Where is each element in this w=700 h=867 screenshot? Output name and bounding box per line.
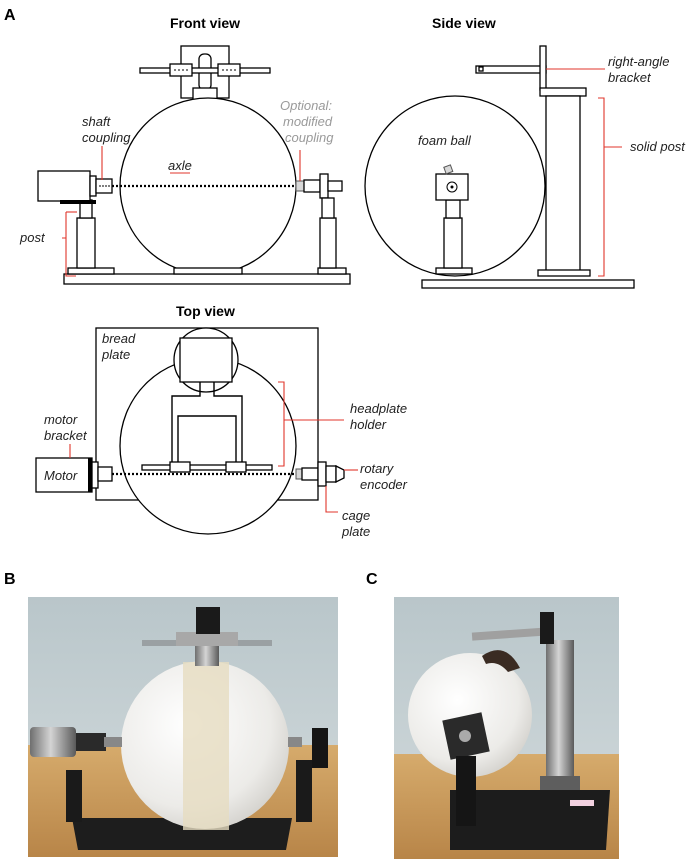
motor-bracket-label-1: motor: [44, 412, 78, 427]
front-left-post: [67, 199, 115, 275]
rotary-encoder-label-2: encoder: [360, 477, 408, 492]
rotary-encoder-label-1: rotary: [360, 461, 395, 476]
bread-plate-label-1: bread: [102, 331, 136, 346]
photo-side-rig: [394, 597, 619, 859]
bread-plate-label-2: plate: [101, 347, 130, 362]
side-view: Side view right-angle bracket foam ball …: [364, 15, 686, 289]
post-label: post: [19, 230, 46, 245]
shaft-coupling-label-2: coupling: [82, 130, 131, 145]
photo-front-rig: [28, 597, 338, 857]
solid-post-label: solid post: [630, 139, 686, 154]
front-headplate-holder: [139, 45, 271, 103]
headplate-holder-label-1: headplate: [350, 401, 407, 416]
panel-label-b: B: [4, 571, 16, 588]
side-solid-post: [545, 95, 581, 275]
axle-label: axle: [168, 158, 192, 173]
front-motor: [37, 170, 113, 204]
right-angle-bracket-label-2: bracket: [608, 70, 652, 85]
cage-plate-label-2: plate: [341, 524, 370, 539]
optional-coupling-label-2: modified: [283, 114, 333, 129]
motor-bracket-label-2: bracket: [44, 428, 88, 443]
right-angle-bracket-label-1: right-angle: [608, 54, 669, 69]
front-view: Front view: [19, 15, 351, 285]
front-view-title: Front view: [170, 15, 240, 31]
shaft-coupling-label: shaft: [82, 114, 112, 129]
front-base-plate: [63, 273, 351, 285]
optional-coupling-label-3: coupling: [285, 130, 334, 145]
top-view: Top view bread plate headplate holder: [35, 303, 408, 539]
motor-label: Motor: [44, 468, 78, 483]
side-view-title: Side view: [432, 15, 496, 31]
panel-label-c: C: [366, 571, 378, 588]
foam-ball-label: foam ball: [418, 133, 472, 148]
front-right-encoder: [295, 173, 347, 275]
cage-plate-label-1: cage: [342, 508, 370, 523]
optional-coupling-label-1: Optional:: [280, 98, 332, 113]
headplate-holder-label-2: holder: [350, 417, 387, 432]
panel-label-a: A: [4, 7, 16, 24]
top-view-title: Top view: [176, 303, 235, 319]
